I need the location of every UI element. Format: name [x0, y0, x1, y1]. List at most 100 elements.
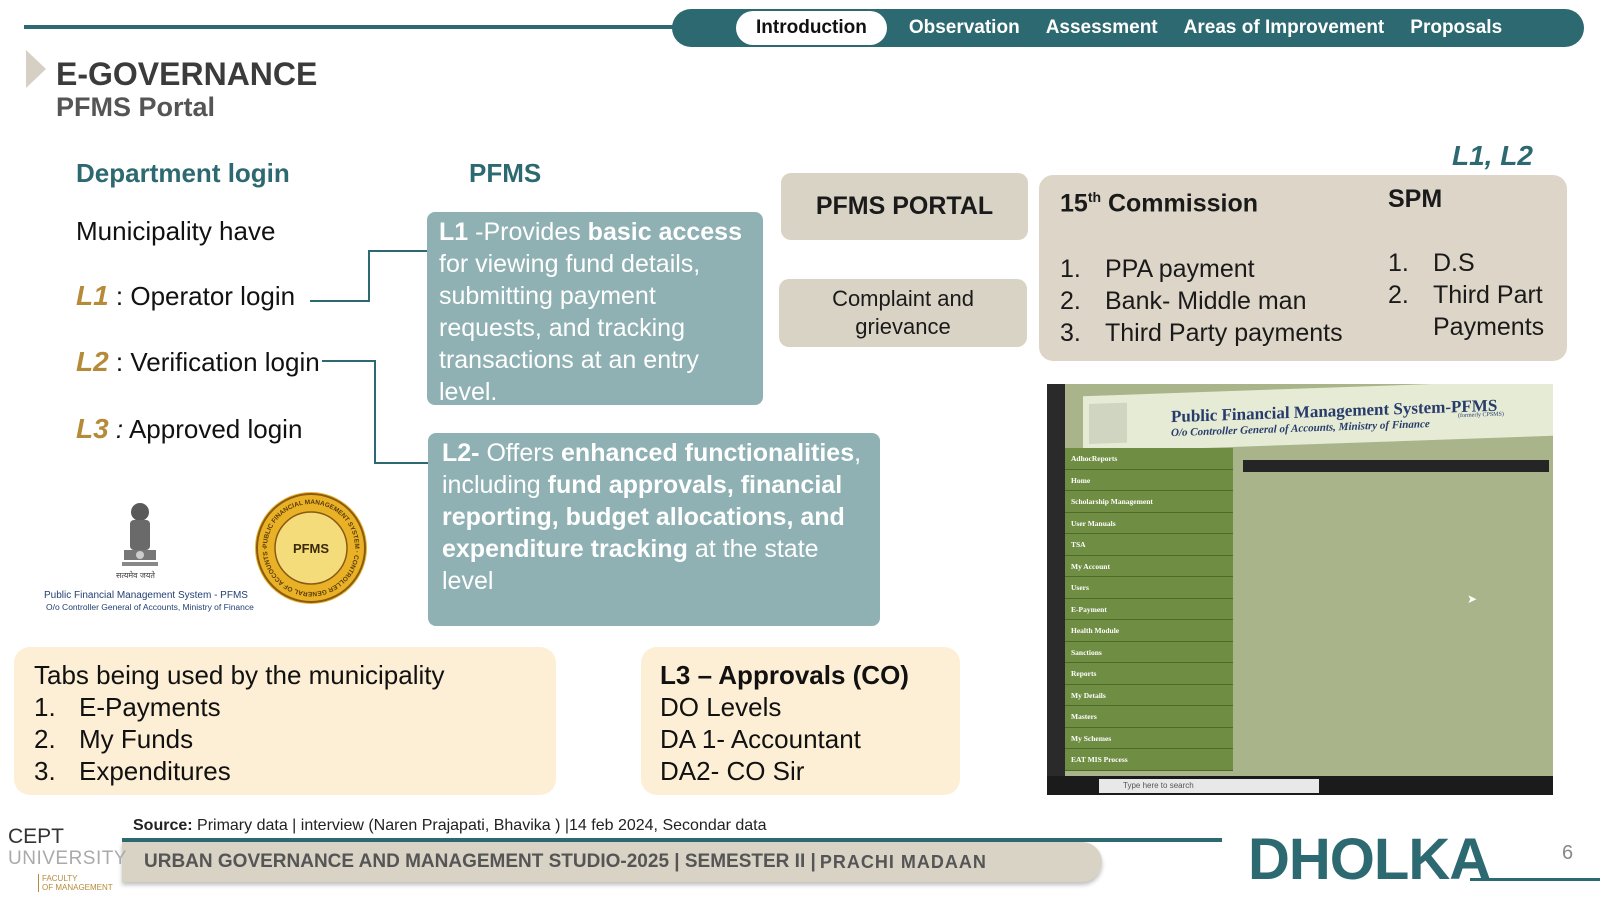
list-item[interactable]: Sanctions [1065, 642, 1233, 663]
commission-box: 15th Commission 1.PPA payment 2.Bank- Mi… [1039, 175, 1567, 361]
department-login-heading: Department login [76, 158, 290, 188]
screen-menu-list: AdhocReports Home Scholarship Management… [1065, 448, 1233, 771]
list-item[interactable]: My Details [1065, 685, 1233, 706]
cept-logo-text: CEPT [8, 825, 65, 848]
list-item[interactable]: My Account [1065, 556, 1233, 577]
tab-introduction[interactable]: Introduction [736, 11, 887, 45]
taskbar-search[interactable]: Type here to search [1099, 779, 1319, 793]
tab-areas-of-improvement[interactable]: Areas of Improvement [1183, 17, 1385, 38]
page-title: E-GOVERNANCE [56, 56, 318, 92]
list-item: 2.Third Part Payments [1388, 279, 1563, 343]
commission-list: 1.PPA payment 2.Bank- Middle man 3.Third… [1060, 253, 1343, 349]
level-code: L3 [76, 413, 109, 444]
emblem-small-icon [1089, 402, 1127, 444]
commission-ordinal: th [1087, 189, 1102, 205]
l2-bold: fund approvals, financial reporting, bud… [442, 471, 845, 563]
university-logo-text: UNIVERSITY [8, 848, 128, 869]
l2-text: , including [442, 439, 862, 499]
level-label: Verification login [130, 347, 320, 377]
screen-bar [1243, 460, 1549, 472]
l1-code: L1 [439, 218, 469, 246]
cursor-icon: ➤ [1467, 592, 1478, 606]
spm-heading: SPM [1388, 185, 1443, 213]
l1-l2-tag: L1, L2 [1452, 140, 1533, 171]
list-item: 2.Bank- Middle man [1060, 287, 1307, 315]
footer-banner: URBAN GOVERNANCE AND MANAGEMENT STUDIO-2… [122, 842, 1102, 882]
city-underline [1470, 878, 1600, 881]
list-item[interactable]: Scholarship Management [1065, 491, 1233, 513]
bezel-left [1047, 384, 1065, 795]
level-code: L2 [76, 346, 109, 377]
l1-text: for viewing fund details, submitting pay… [439, 250, 701, 406]
list-item-text: Bank- Middle man [1105, 287, 1307, 315]
pfms-caption: Public Financial Management System - PFM… [44, 590, 248, 601]
list-item[interactable]: Users [1065, 577, 1233, 599]
list-item[interactable]: TSA [1065, 534, 1233, 556]
level-code: L1 [76, 280, 109, 311]
studio-label: URBAN GOVERNANCE AND MANAGEMENT STUDIO-2… [144, 851, 816, 872]
list-item-text: E-Payments [79, 692, 221, 722]
list-item[interactable]: E-Payment [1065, 599, 1233, 620]
tab-observation[interactable]: Observation [908, 17, 1020, 38]
list-item[interactable]: User Manuals [1065, 513, 1233, 534]
list-item[interactable]: Reports [1065, 663, 1233, 685]
list-item: DO Levels [660, 692, 782, 722]
l1-text: -Provides [468, 218, 588, 246]
list-item-text: PPA payment [1105, 255, 1255, 283]
level-label: Operator login [130, 281, 296, 311]
list-item-text: My Funds [79, 724, 194, 754]
tabs-box-heading: Tabs being used by the municipality [34, 660, 445, 690]
section-nav: Introduction Observation Assessment Area… [672, 9, 1584, 47]
commission-title: Commission [1101, 189, 1259, 218]
list-item: 1.E-Payments [34, 692, 221, 722]
l2-text: Offers [479, 439, 562, 467]
l1-bold: basic access [587, 218, 742, 246]
tab-assessment[interactable]: Assessment [1045, 17, 1158, 38]
connector-l2 [374, 462, 430, 464]
pfms-heading: PFMS [469, 158, 542, 188]
list-item[interactable]: EAT MIS Process [1065, 749, 1233, 771]
pfms-portal-label: PFMS PORTAL [781, 173, 1028, 240]
footer-rule [122, 838, 1222, 842]
page-subtitle: PFMS Portal [56, 92, 216, 122]
municipality-tabs-box: Tabs being used by the municipality 1.E-… [14, 647, 556, 795]
complaint-grievance-label: Complaint and grievance [779, 279, 1027, 347]
pfms-caption-2: O/o Controller General of Accounts, Mini… [46, 602, 254, 612]
list-item[interactable]: Health Module [1065, 620, 1233, 642]
source-text: Primary data | interview (Naren Prajapat… [192, 817, 767, 834]
emblem-motto: सत्यमेव जयते [116, 571, 155, 580]
faculty-line: OF MANAGEMENT [42, 883, 113, 892]
source-note: Source: Primary data | interview (Naren … [133, 817, 767, 835]
title-arrow-icon [26, 50, 46, 88]
level-label: Approved login [128, 414, 303, 444]
list-item[interactable]: AdhocReports [1065, 448, 1233, 470]
municipality-intro: Municipality have [76, 216, 276, 246]
list-item: 3.Third Party payments [1060, 319, 1343, 347]
list-item: 2.My Funds [34, 724, 194, 754]
list-item[interactable]: My Schemes [1065, 728, 1233, 749]
screen-title-note: (formerly CPSMS) [1458, 411, 1504, 420]
screen-menu: AdhocReports Home Scholarship Management… [1065, 448, 1233, 771]
list-item[interactable]: Masters [1065, 706, 1233, 728]
l1-description-box: L1 -Provides basic access for viewing fu… [427, 212, 763, 406]
list-item[interactable]: Home [1065, 470, 1233, 491]
source-label: Source: [133, 817, 193, 834]
level-row-l1: L1 : Operator login [76, 280, 296, 311]
list-item: 1.D.S [1388, 249, 1475, 277]
l2-bold: enhanced functionalities [561, 439, 855, 467]
taskbar: Type here to search [1047, 776, 1553, 795]
list-item-text: Third Part Payments [1433, 281, 1545, 341]
seal-center-text: PFMS [293, 541, 329, 556]
city-name: DHOLKA [1248, 827, 1491, 892]
connector-l2 [322, 360, 376, 362]
tab-proposals[interactable]: Proposals [1410, 17, 1503, 38]
list-item-text: Third Party payments [1105, 319, 1343, 347]
connector-l2 [374, 360, 376, 464]
page-number: 6 [1562, 842, 1574, 864]
list-item-text: Expenditures [79, 756, 231, 786]
l2-description-box: L2- Offers enhanced functionalities, inc… [428, 433, 880, 626]
connector-l1 [310, 300, 370, 302]
level-row-l2: L2 : Verification login [76, 346, 320, 377]
connector-l1 [368, 250, 428, 252]
